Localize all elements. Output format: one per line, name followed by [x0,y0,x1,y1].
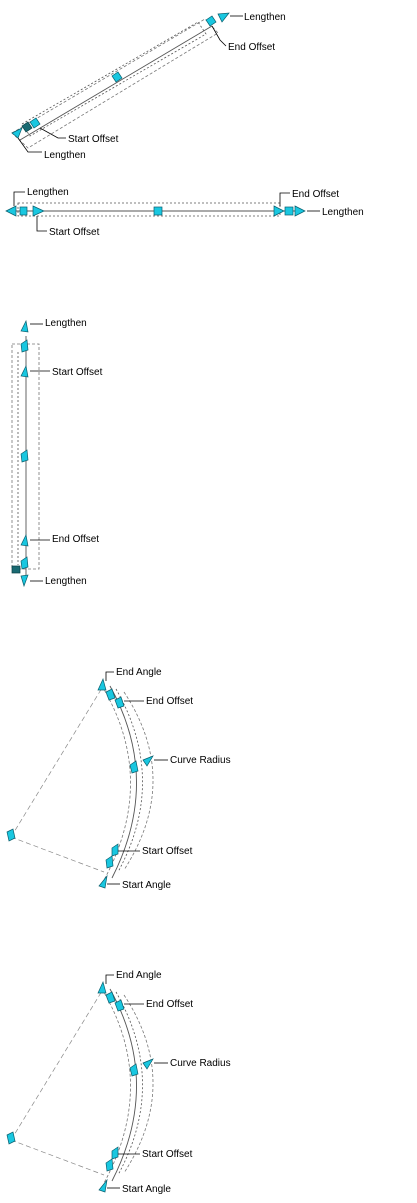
vertical-member-panel: Lengthen Start Offset End Offset Lengthe… [11,318,103,588]
c1-start-angle-grip[interactable] [98,874,108,889]
c2-center-grip[interactable] [6,1131,16,1145]
h-label-lengthen-end: Lengthen [322,207,364,218]
c2-label-start-angle: Start Angle [122,1184,171,1195]
h-label-start-offset: Start Offset [49,227,100,238]
c2-label-end-offset: End Offset [146,999,193,1010]
curved-member-panel-1: End Angle End Offset Curve Radius Start … [6,667,231,891]
c1-leader-end-angle [105,671,114,681]
h-leader-end-offset [279,192,290,206]
diagonal-member-panel: Lengthen End Offset Start Offset Lengthe… [11,12,286,161]
v-lengthen-top-grip[interactable] [20,319,29,333]
c2-label-end-angle: End Angle [116,970,162,981]
c1-end-angle-grip[interactable] [97,677,107,691]
c2-end-grip[interactable] [105,991,116,1004]
midpoint-grip[interactable] [111,71,123,83]
label-lengthen-start: Lengthen [44,150,86,161]
c1-label-start-offset: Start Offset [142,846,193,857]
start-grip[interactable] [21,121,33,133]
c2-midpoint-grip[interactable] [129,1063,139,1077]
h-midpoint-grip[interactable] [153,206,163,216]
v-label-lengthen-top: Lengthen [45,318,87,329]
h-leader-start-offset [36,216,47,232]
c1-outside-arc [123,691,154,871]
h-lengthen-end-grip[interactable] [294,205,306,217]
vertical-member-outline [11,343,40,570]
v-bottom-corner-grip[interactable] [11,565,21,574]
v-label-end-offset: End Offset [52,534,99,545]
c2-start-offset-grip[interactable] [111,1146,119,1160]
v-label-start-offset: Start Offset [52,367,103,378]
c1-end-grip[interactable] [105,688,116,701]
diagonal-member-outline [11,18,219,149]
c1-radial-line-bottom [10,836,105,873]
lengthen-end-grip[interactable] [217,12,230,23]
c2-outer-arc [101,988,131,1184]
v-start-offset-grip[interactable] [20,364,29,378]
leader-lengthen-start [17,137,42,153]
c1-midpoint-grip[interactable] [129,760,139,774]
diagonal-member-centerline [19,25,213,141]
h-end-offset-grip[interactable] [273,205,285,217]
h-leader-lengthen-start [13,191,25,206]
v-bottom-grip[interactable] [20,556,29,570]
label-lengthen-end: Lengthen [244,12,286,23]
h-start-grip[interactable] [19,206,28,216]
label-start-offset: Start Offset [68,134,119,145]
c1-centerline-arc [109,685,137,879]
c1-outer-arc [101,685,131,881]
c1-label-start-angle: Start Angle [122,880,171,891]
leader-end-offset [211,25,227,47]
c2-end-offset-grip[interactable] [114,999,125,1012]
c2-start-grip[interactable] [105,1158,114,1172]
c1-end-offset-grip[interactable] [114,696,125,709]
c1-start-grip[interactable] [105,855,114,869]
end-offset-grip[interactable] [205,15,217,27]
c2-radial-line-top [10,990,103,1141]
leader-start-offset [39,127,66,139]
c2-curve-radius-grip[interactable] [142,1058,154,1070]
c2-label-curve-radius: Curve Radius [170,1058,231,1069]
c1-curve-radius-grip[interactable] [142,755,154,767]
horizontal-member-outline [17,202,281,217]
horizontal-member-panel: Lengthen Start Offset End Offset Lengthe… [5,187,364,238]
c2-outside-arc [123,994,154,1174]
v-midpoint-grip[interactable] [20,449,29,463]
c1-start-offset-grip[interactable] [111,843,119,857]
start-offset-grip[interactable] [29,117,41,129]
v-end-offset-grip[interactable] [20,533,29,547]
h-label-lengthen-start: Lengthen [27,187,69,198]
h-end-grip[interactable] [284,206,294,216]
c2-end-angle-grip[interactable] [97,980,107,994]
c1-label-curve-radius: Curve Radius [170,755,231,766]
curved-member-panel-2: End Angle End Offset Curve Radius Start … [6,970,231,1195]
c2-start-angle-grip[interactable] [98,1178,108,1193]
c2-centerline-arc [109,988,137,1182]
c2-inner-arc [115,991,143,1176]
h-label-end-offset: End Offset [292,189,339,200]
c2-leader-end-angle [105,974,114,984]
c2-radial-line-bottom [10,1139,105,1176]
v-lengthen-bottom-grip[interactable] [20,574,29,588]
v-top-grip[interactable] [20,339,29,353]
c1-label-end-angle: End Angle [116,667,162,678]
label-end-offset: End Offset [228,42,275,53]
c2-label-start-offset: Start Offset [142,1149,193,1160]
c1-label-end-offset: End Offset [146,696,193,707]
v-label-lengthen-bottom: Lengthen [45,576,87,587]
h-lengthen-start-grip[interactable] [5,205,17,217]
c1-radial-line-top [10,687,103,838]
lengthen-start-grip[interactable] [11,127,23,139]
h-start-offset-grip[interactable] [32,205,45,217]
c1-inner-arc [115,688,143,873]
diagonal-member-inner-outline [21,21,207,137]
c1-center-grip[interactable] [6,828,16,842]
